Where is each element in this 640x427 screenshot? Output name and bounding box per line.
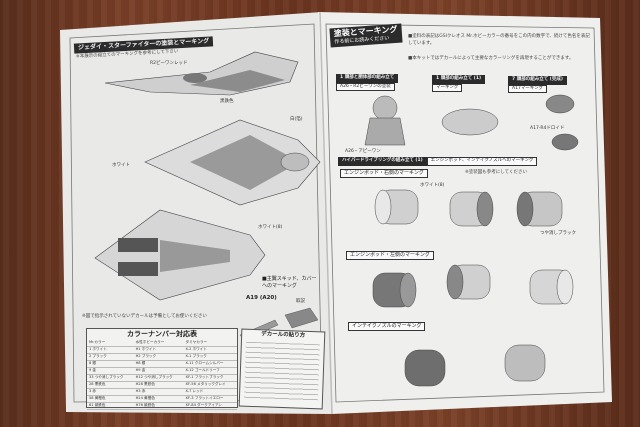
table-cell: H12 つや消しブラック: [133, 374, 184, 382]
table-cell: XF-3 フラットイエロー: [183, 395, 237, 403]
decal-howto-box: デカールの貼り方: [238, 328, 326, 410]
table-cell: X-2 ホワイト: [183, 346, 237, 354]
hyperdrive-band: ハイパードライブリングの組み立て (1): [338, 157, 427, 166]
left-sheet: [60, 12, 332, 414]
table-cell: 1 ホワイト: [87, 346, 134, 354]
section-right-pod: エンジンポッド・右側のマーキング: [340, 169, 428, 178]
column-header: Mr.カラー: [87, 340, 134, 347]
table-cell: XF-56 メタリックグレイ: [183, 381, 237, 389]
table-cell: H2 ブラック: [133, 353, 184, 361]
table-cell: 58 黄橙色: [87, 395, 134, 403]
step-tag: A17マーキング: [508, 84, 548, 93]
droid-figures: [364, 94, 579, 151]
column-header: 水性ホビーカラー: [133, 340, 184, 347]
table-cell: H3 赤: [133, 388, 184, 396]
decal-howto-text-lines: [243, 341, 320, 402]
table-cell: 9 金: [87, 367, 134, 375]
callout: ホワイト: [112, 163, 130, 168]
intro-text: ■塗料の表記はGSIクレオス Mr.ホビーカラーの番号をこの内の数字で、続けて色…: [408, 34, 590, 46]
figure-label: A26・アピーワン: [345, 149, 381, 154]
section-note: ※塗装図も参考にしてください: [465, 170, 527, 175]
starfighter-side-view: [104, 51, 299, 96]
step-label: 7 頭部の組み立て (完成): [508, 76, 567, 85]
step-3: 7 頭部の組み立て (完成)A17マーキング: [508, 76, 567, 93]
table-cell: 61 焼鉄色: [87, 402, 134, 410]
table-cell: H1 ホワイト: [133, 346, 184, 354]
column-header: タミヤカラー: [183, 340, 237, 347]
table-cell: 28 黒鉄色: [87, 381, 134, 389]
decal-note: ※図で指示されていないデカールは予備としてお使いください: [82, 314, 207, 319]
step-label: 1 頭部と胴体部の組み立て: [336, 74, 399, 83]
table-cell: X-12 ゴールドリーフ: [183, 367, 237, 375]
step-tag: マーキング: [432, 83, 463, 92]
section-intake: インテイクノズルのマーキング: [348, 322, 426, 331]
table-cell: H9 金: [133, 367, 184, 375]
callout: ホワイト(8): [420, 183, 445, 188]
table-cell: XF-84 ダークアイアン: [183, 402, 237, 410]
decal-howto-title: デカールの貼り方: [261, 331, 306, 339]
callout: つや消しブラック: [540, 231, 576, 236]
figure-label: A17-R4ドロイド: [530, 126, 565, 131]
callout: R2ピーワンレッド: [150, 61, 188, 66]
callout: 黒鉄色: [220, 99, 234, 104]
callout: 白(箔): [290, 117, 303, 122]
part-label: A19 (A20): [246, 295, 277, 301]
starfighter-bottom-view: [94, 209, 266, 301]
table-cell: H24 黄橙色: [133, 395, 184, 403]
starfighter-top-view: [144, 119, 321, 206]
callout: ホワイト(8): [258, 225, 283, 230]
engine-pod-drawings: [372, 189, 574, 387]
table-cell: 33 つや消しブラック: [87, 374, 134, 382]
note-text: ■本キットではデカールによって主要なカラーリングを再現することができます。: [408, 56, 574, 61]
table-cell: X-7 レッド: [183, 388, 237, 396]
cover-part: [284, 307, 319, 329]
skid-note: ■主翼スキッド、カバーへのマーキング: [262, 276, 317, 289]
table-cell: H28 黒鉄色: [133, 381, 184, 389]
side-label: 取説: [296, 299, 305, 304]
section-left-pod: エンジンポッド・左側のマーキング: [346, 251, 434, 260]
sheet-fold: [319, 11, 333, 415]
table-cell: XF-1 フラットブラック: [183, 374, 237, 382]
table-cell: H8 銀: [133, 360, 184, 368]
hyperdrive-tag: エンジンポッド、インテイクノズルへのマーキング: [426, 157, 538, 166]
table-cell: X-11 クロームシルバー: [183, 360, 237, 368]
color-table-title: カラーナンバー対応表: [127, 330, 197, 338]
table-cell: 2 ブラック: [87, 353, 134, 361]
table-cell: H76 焼鉄色: [133, 402, 184, 410]
step-tag: A26・R2ピーワンの塗装: [336, 82, 395, 91]
step-2: 1 頭部の組み立て (1)マーキング: [432, 75, 486, 92]
hyperdrive-step: ハイパードライブリングの組み立て (1)エンジンポッド、インテイクノズルへのマー…: [338, 157, 538, 166]
table-cell: X-1 ブラック: [183, 353, 237, 361]
table-cell: 3 赤: [87, 388, 134, 396]
right-frame: [325, 23, 605, 403]
table-cell: 8 銀: [87, 360, 134, 368]
step-label: 1 頭部の組み立て (1): [432, 75, 486, 84]
